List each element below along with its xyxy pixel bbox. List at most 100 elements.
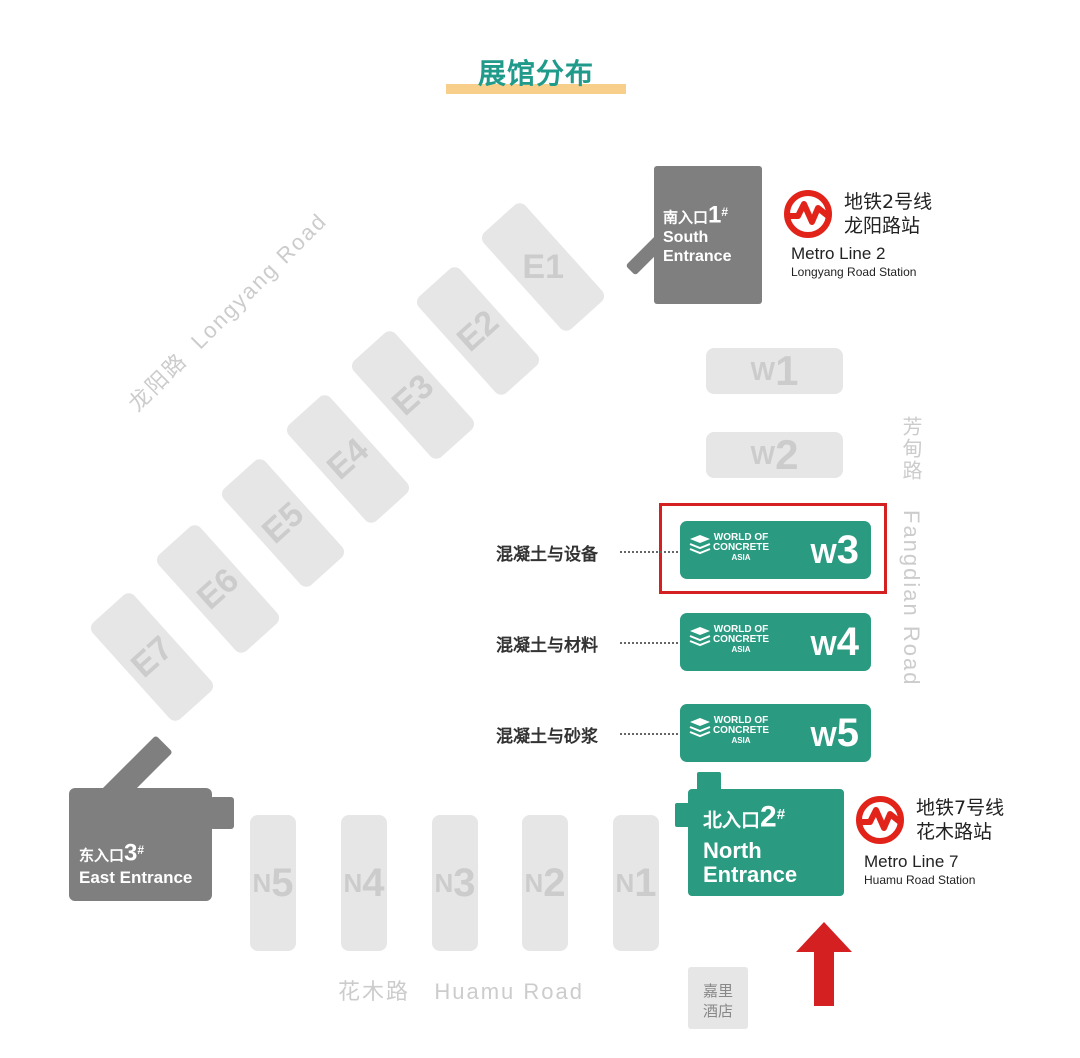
- hall-e3-label: E3: [384, 366, 441, 423]
- hall-n2-num: 2: [543, 860, 566, 905]
- metro-line7-en2: Huamu Road Station: [864, 873, 976, 887]
- hall-n2-pre: N: [524, 867, 544, 898]
- highlight-box: [659, 503, 887, 594]
- road-fangdian-cn: 芳甸路: [899, 416, 923, 482]
- hall-w4-number: W4: [810, 621, 859, 667]
- metro-line2-en1: Metro Line 2: [791, 244, 886, 263]
- hotel-block[interactable]: 嘉里 酒店: [688, 967, 748, 1029]
- hall-w4-zone-label: 混凝土与材料: [496, 636, 598, 656]
- hall-w3[interactable]: WORLD OF CONCRETE ASIA W3: [680, 521, 871, 579]
- metro-line2-cn: 地铁2号线 龙阳路站: [844, 190, 932, 238]
- hall-w5[interactable]: WORLD OF CONCRETE ASIA W5: [680, 704, 871, 762]
- leader-line: [620, 733, 678, 735]
- south-entrance[interactable]: 南入口1# South Entrance: [654, 166, 762, 304]
- hall-n1-num: 1: [634, 860, 657, 905]
- hall-w2-num: 2: [775, 431, 799, 478]
- brand-line2: CONCRETE: [712, 725, 770, 736]
- metro-line7-cn1: 地铁7号线: [916, 797, 1005, 819]
- north-entrance-en1: North: [703, 838, 762, 863]
- hall-e2-label: E2: [449, 302, 506, 359]
- metro-line7-cn2: 花木路站: [916, 821, 993, 843]
- concrete-logo-icon: [689, 535, 711, 555]
- up-arrow-icon: [796, 922, 852, 1006]
- hall-w1-num: 1: [775, 347, 799, 394]
- hall-e1-label: E1: [522, 247, 564, 286]
- hall-w5-pre: W: [810, 721, 837, 752]
- leader-line: [620, 642, 678, 644]
- brand-text: WORLD OF CONCRETE ASIA: [710, 625, 772, 655]
- road-longyang-cn: 龙阳路: [123, 347, 193, 417]
- east-entrance-num: 3: [124, 839, 138, 867]
- brand-line1: WORLD OF: [713, 715, 769, 726]
- brand-line1: WORLD OF: [713, 624, 769, 635]
- metro-line2-cn2: 龙阳路站: [844, 215, 921, 237]
- metro-logo-icon: [784, 190, 832, 238]
- north-entrance[interactable]: 北入口2# North Entrance: [688, 789, 844, 896]
- north-entrance-top-tab: [697, 772, 721, 792]
- road-fangdian-en: Fangdian Road: [899, 510, 924, 687]
- north-entrance-cn: 北入口: [703, 809, 761, 832]
- south-entrance-en2: Entrance: [663, 248, 732, 265]
- hall-n4-num: 4: [362, 860, 385, 905]
- metro-logo-icon: [856, 796, 904, 844]
- road-huamu-cn: 花木路: [338, 980, 411, 1005]
- east-entrance-en: East Entrance: [79, 868, 193, 887]
- page-title: 展馆分布: [477, 57, 594, 90]
- north-entrance-mark: #: [776, 806, 786, 823]
- hall-w5-num: 5: [836, 711, 859, 755]
- hall-w1-pre: W: [750, 355, 776, 386]
- brand-text: WORLD OF CONCRETE ASIA: [710, 716, 772, 746]
- brand-text: WORLD OF CONCRETE ASIA: [710, 533, 772, 563]
- hall-n5-pre: N: [252, 867, 272, 898]
- concrete-logo-icon: [689, 627, 711, 647]
- hall-n3-num: 3: [453, 860, 476, 905]
- metro-line7-en1: Metro Line 7: [864, 852, 959, 871]
- road-huamu-en: Huamu Road: [434, 979, 584, 1004]
- brand-line1: WORLD OF: [713, 532, 769, 543]
- north-entrance-side-tab: [675, 803, 691, 827]
- south-entrance-cn: 南入口: [663, 208, 709, 227]
- hall-w3-num: 3: [836, 528, 859, 572]
- hall-n3-pre: N: [434, 867, 454, 898]
- east-entrance-side: [210, 797, 234, 829]
- hall-n5-num: 5: [271, 860, 294, 905]
- hall-w2-pre: W: [750, 439, 776, 470]
- east-entrance[interactable]: 东入口3# East Entrance: [69, 788, 212, 901]
- north-entrance-num: 2: [760, 800, 777, 834]
- hotel-line2: 酒店: [702, 1002, 733, 1020]
- hall-w3-zone-label: 混凝土与设备: [496, 545, 598, 565]
- brand-line2: CONCRETE: [712, 542, 770, 553]
- road-longyang-en: Longyang Road: [185, 207, 332, 354]
- road-longyang: 龙阳路 Longyang Road: [120, 204, 333, 417]
- road-huamu: 花木路 Huamu Road: [338, 974, 584, 1006]
- hall-w5-zone-label: 混凝土与砂浆: [496, 727, 598, 747]
- metro-line2-en2: Longyang Road Station: [791, 265, 917, 279]
- brand-line3: ASIA: [731, 553, 751, 562]
- east-entrance-mark: #: [137, 843, 145, 857]
- metro-line2-cn1: 地铁2号线: [844, 191, 933, 213]
- brand-line3: ASIA: [731, 736, 751, 745]
- hall-w5-number: W5: [810, 712, 859, 758]
- hall-w4[interactable]: WORLD OF CONCRETE ASIA W4: [680, 613, 871, 671]
- south-entrance-en1: South: [663, 229, 709, 246]
- hall-w3-pre: W: [810, 538, 837, 569]
- hall-e7[interactable]: E7: [87, 589, 217, 725]
- brand-line3: ASIA: [731, 645, 751, 654]
- south-entrance-mark: #: [721, 205, 729, 219]
- south-entrance-num: 1: [708, 201, 722, 229]
- hall-e5-label: E5: [254, 494, 311, 551]
- metro-line7-cn: 地铁7号线 花木路站: [916, 796, 1004, 844]
- hall-w4-pre: W: [810, 630, 837, 661]
- brand-line2: CONCRETE: [712, 634, 770, 645]
- hall-n4-pre: N: [343, 867, 363, 898]
- leader-line: [620, 551, 678, 553]
- east-entrance-cn: 东入口: [79, 846, 125, 865]
- hall-n1-pre: N: [615, 867, 635, 898]
